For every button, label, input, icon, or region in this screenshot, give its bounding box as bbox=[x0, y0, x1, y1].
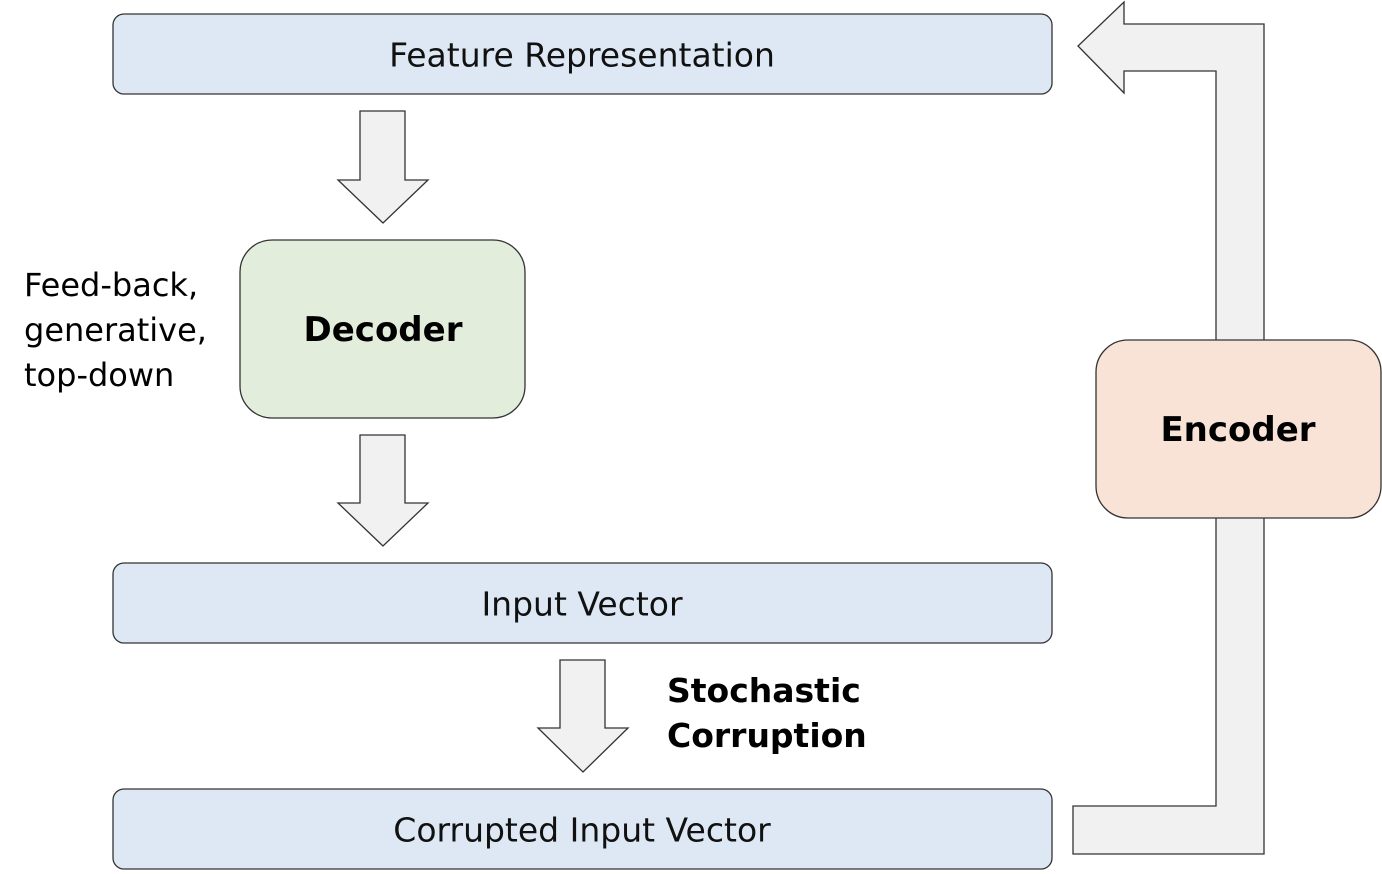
decoder-description-line-1: Feed-back, bbox=[24, 266, 198, 304]
stochastic-corruption-line-1: Stochastic bbox=[667, 671, 861, 710]
decoder-description-line-3: top-down bbox=[24, 356, 174, 394]
decoder-description: Feed-back, generative, top-down bbox=[24, 266, 217, 394]
corrupted-input-vector-label: Corrupted Input Vector bbox=[393, 811, 771, 850]
encoder-label: Encoder bbox=[1160, 410, 1315, 450]
stochastic-corruption-line-2: Corruption bbox=[667, 716, 867, 755]
feature-representation-label: Feature Representation bbox=[389, 36, 775, 75]
down-arrow-to-corrupted-vector bbox=[536, 659, 630, 773]
input-vector-label: Input Vector bbox=[481, 585, 683, 624]
down-arrow-to-decoder bbox=[336, 110, 430, 224]
encoder-block bbox=[1095, 339, 1382, 519]
corrupted-input-vector-block bbox=[112, 788, 1053, 870]
decoder-description-line-2: generative, bbox=[24, 311, 207, 349]
down-arrow-to-input-vector bbox=[336, 434, 430, 547]
encoder-feedback-arrow bbox=[1072, 0, 1265, 855]
input-vector-block bbox=[112, 562, 1053, 644]
decoder-block bbox=[239, 239, 526, 419]
decoder-label: Decoder bbox=[304, 310, 463, 350]
stochastic-corruption-label: Stochastic Corruption bbox=[667, 671, 872, 755]
feature-representation-block bbox=[112, 13, 1053, 95]
